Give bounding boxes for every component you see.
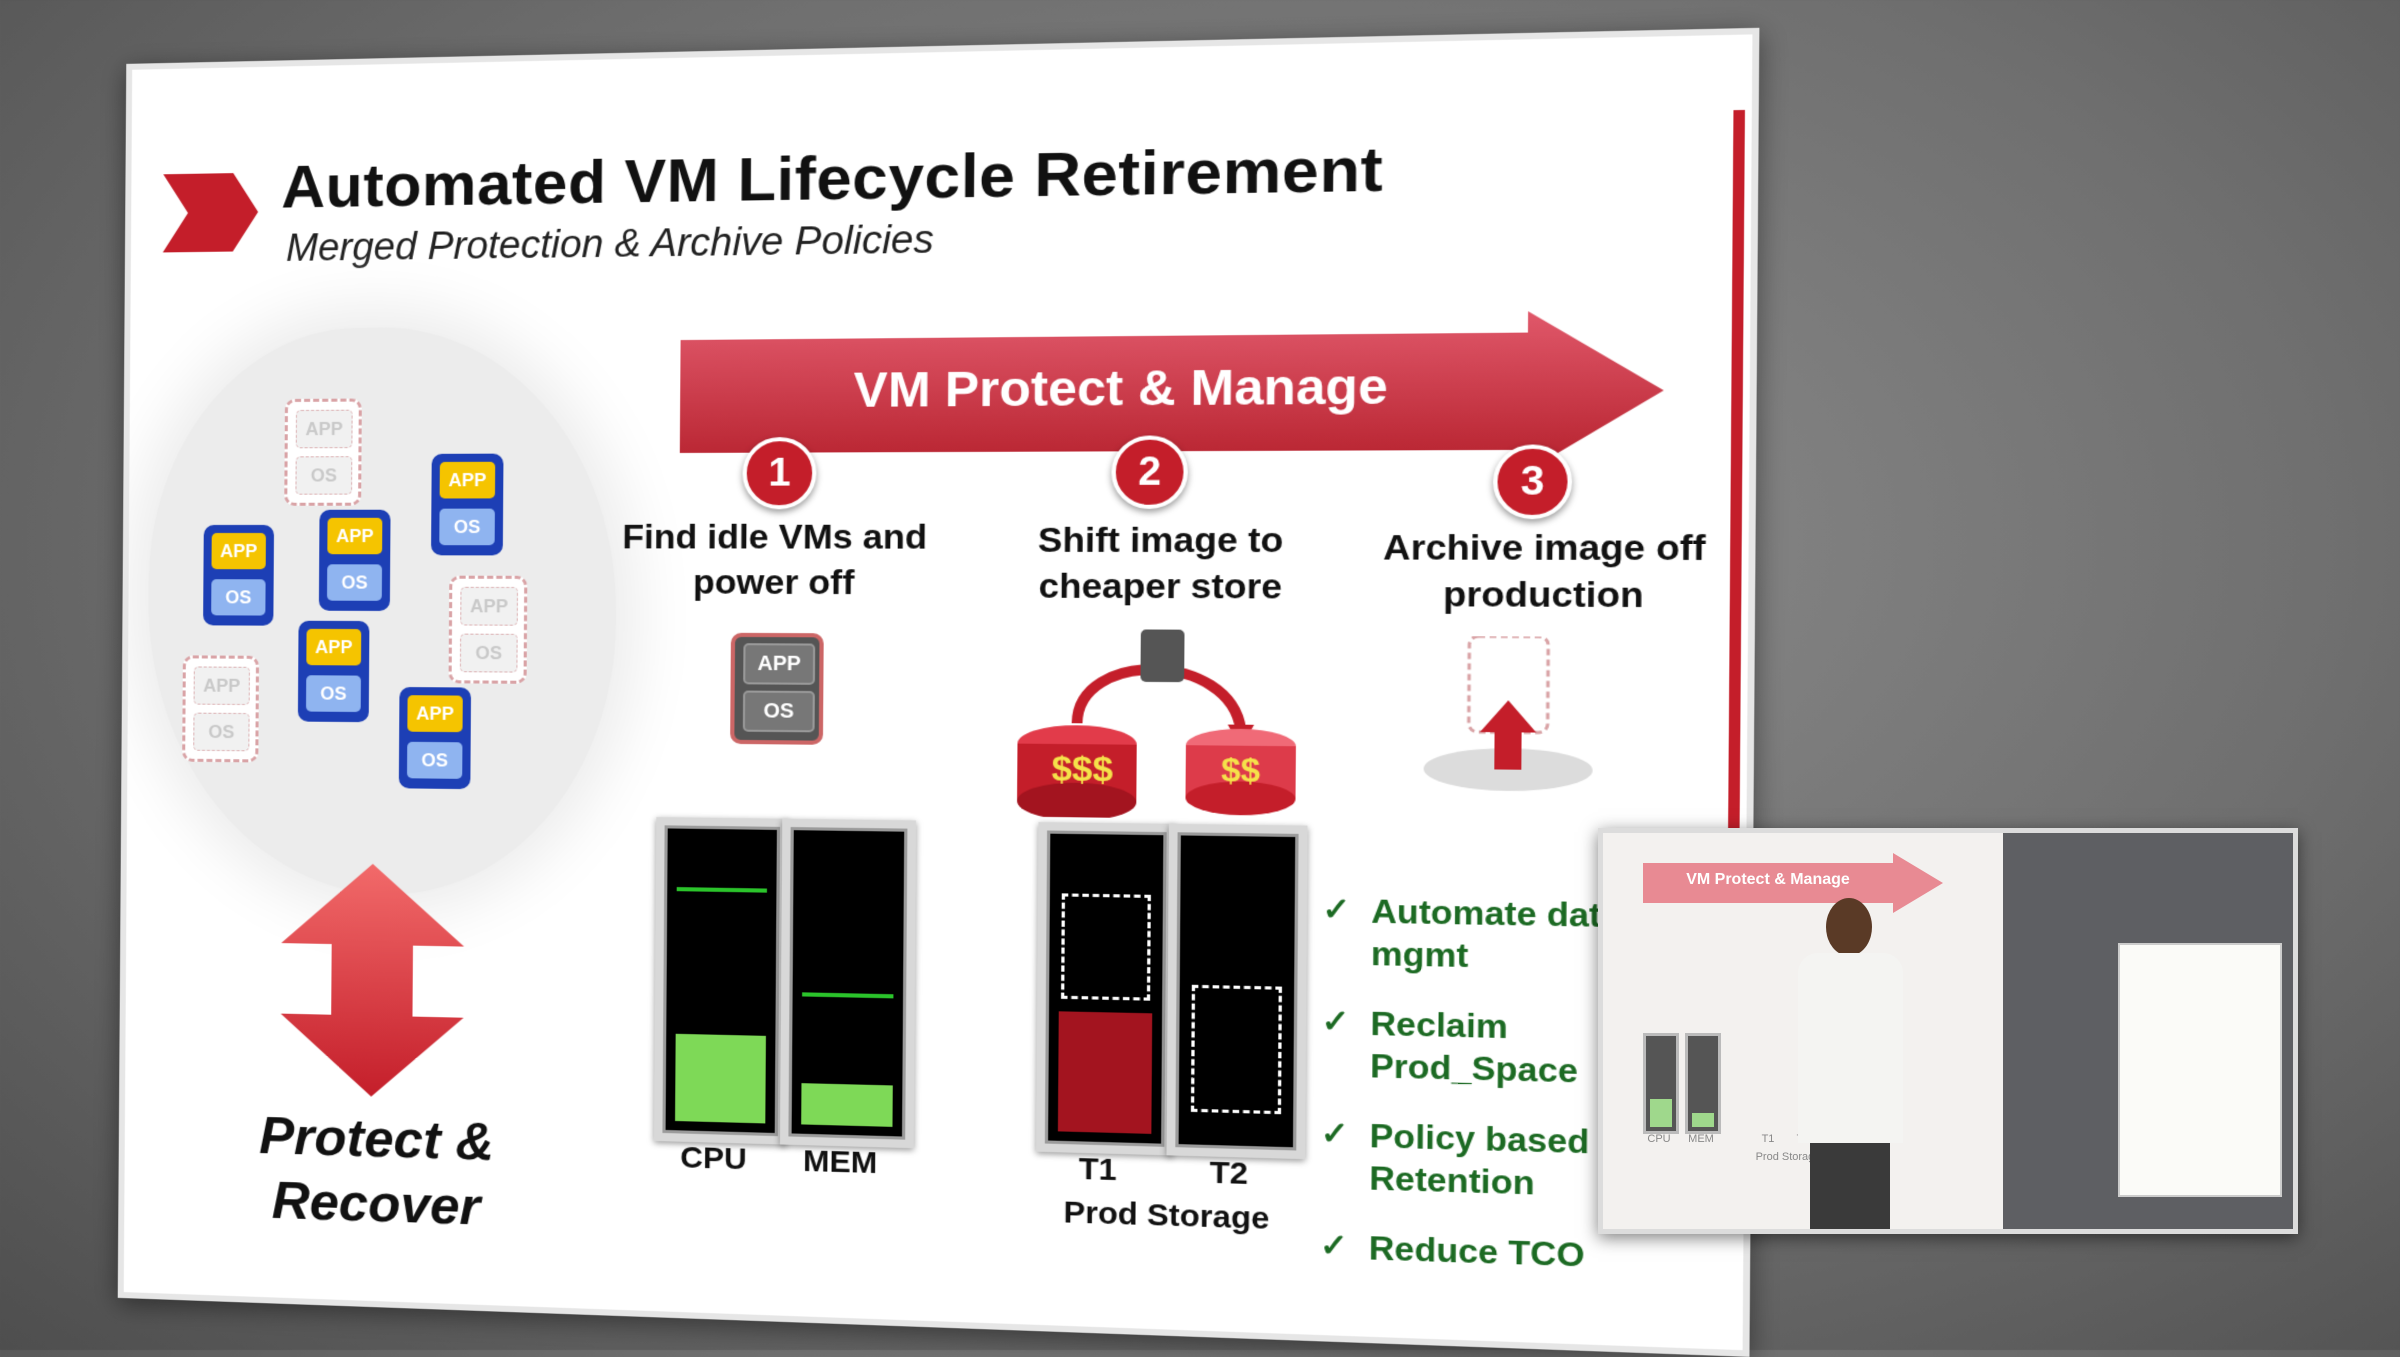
protect-recover-label: Protect & Recover xyxy=(258,1106,495,1237)
check-icon: ✓ xyxy=(1322,892,1351,928)
mem-meter-fill xyxy=(801,1083,893,1127)
mem-label: MEM xyxy=(802,1144,878,1181)
t1-meter-fill xyxy=(1057,1011,1153,1134)
slide-title: Automated VM Lifecycle Retirement xyxy=(281,133,1384,221)
archive-icon xyxy=(1423,636,1593,792)
t2-label: T2 xyxy=(1209,1155,1249,1192)
inset-t1-label: T1 xyxy=(1761,1133,1775,1145)
inset-cpu-meter xyxy=(1643,1033,1679,1134)
step-3-badge: 3 xyxy=(1492,444,1573,520)
t1-label: T1 xyxy=(1078,1151,1117,1188)
presenter-head xyxy=(1826,898,1872,956)
slide-subtitle: Merged Protection & Archive Policies xyxy=(285,218,935,270)
presenter xyxy=(1788,898,1908,1229)
expensive-storage-label: $$$ xyxy=(1051,749,1114,790)
tiered-storage-icon xyxy=(1016,629,1297,821)
banner-title: VM Protect & Manage xyxy=(853,359,1388,419)
presenter-trousers xyxy=(1810,1143,1890,1229)
presenter-shirt xyxy=(1798,953,1903,1143)
inset-banner-arrow xyxy=(1643,853,1943,913)
step-2-badge: 2 xyxy=(1111,435,1189,509)
presentation-slide: Automated VM Lifecycle Retirement Merged… xyxy=(117,27,1760,1357)
prod-storage-caption: Prod Storage xyxy=(1063,1195,1270,1237)
slide-accent-rule xyxy=(1727,109,1745,907)
check-icon: ✓ xyxy=(1321,1004,1350,1040)
t1-storage-meter xyxy=(1036,822,1176,1156)
cpu-label: CPU xyxy=(680,1140,747,1177)
brand-chevron-icon xyxy=(162,172,259,253)
inset-mem-label: MEM xyxy=(1688,1133,1714,1145)
protect-recover-arrow-icon xyxy=(280,862,465,1099)
step-1-badge: 1 xyxy=(742,436,817,510)
flipchart xyxy=(2118,943,2282,1197)
inset-mem-meter xyxy=(1685,1033,1721,1134)
cpu-meter xyxy=(654,817,789,1145)
presenter-video-inset[interactable]: VM Protect & Manage CPU MEM T1 T2 Prod S… xyxy=(1598,828,2298,1234)
check-icon: ✓ xyxy=(1320,1116,1349,1152)
cheap-storage-label: $$ xyxy=(1220,750,1261,790)
mem-meter xyxy=(779,818,917,1149)
check-icon: ✓ xyxy=(1319,1228,1348,1265)
step-1-label: Find idle VMs and power off xyxy=(622,517,928,603)
lifecycle-banner-arrow xyxy=(679,309,1665,474)
t2-storage-meter xyxy=(1166,823,1308,1160)
cpu-meter-fill xyxy=(675,1033,766,1124)
step-2-label: Shift image to cheaper store xyxy=(1037,520,1284,607)
step-3-label: Archive image off production xyxy=(1383,527,1706,616)
inset-cpu-label: CPU xyxy=(1647,1133,1671,1145)
inset-banner-title: VM Protect & Manage xyxy=(1686,871,1850,888)
inset-storage-caption: Prod Storage xyxy=(1755,1151,1821,1163)
